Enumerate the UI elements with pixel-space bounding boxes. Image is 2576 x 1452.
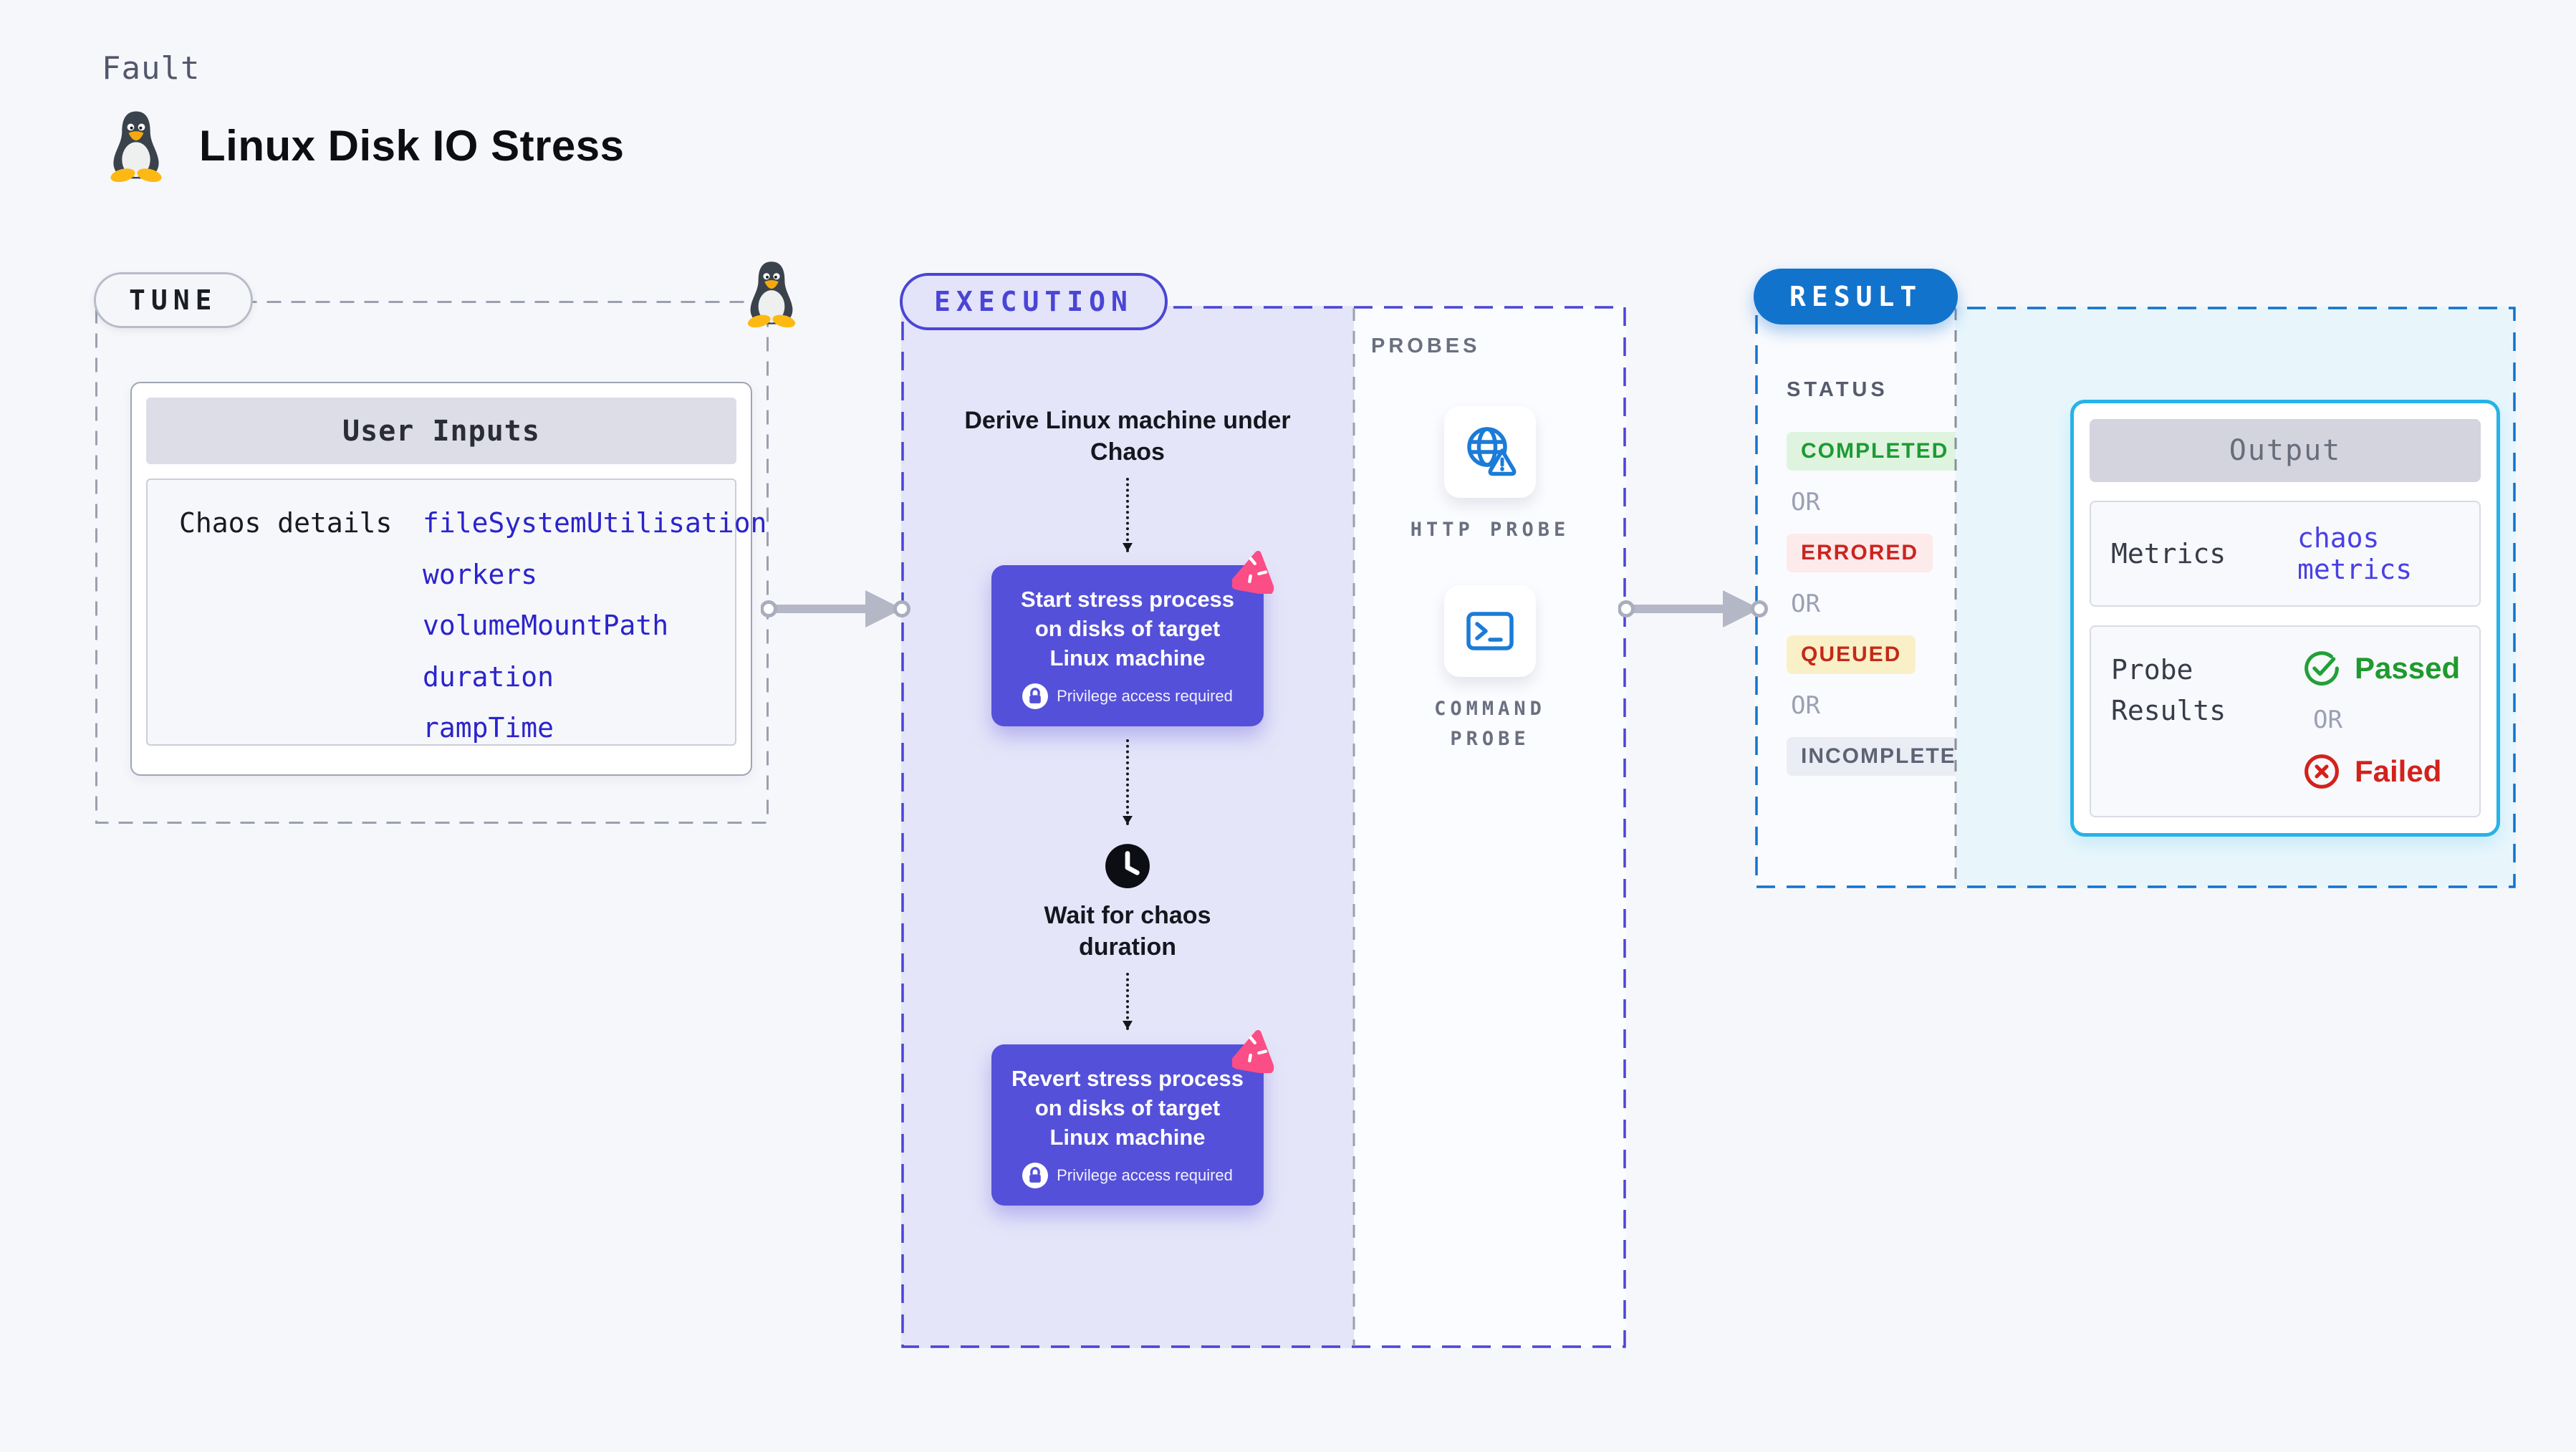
execution-section: Derive Linux machine under Chaos Start s… <box>900 273 1626 1348</box>
user-input-item: rampTime <box>423 712 554 744</box>
chaos-logo-icon <box>1232 548 1278 594</box>
page-title: Linux Disk IO Stress <box>199 121 625 170</box>
down-arrow <box>1123 739 1133 826</box>
globe-alert-icon <box>1467 427 1517 476</box>
output-header: Output <box>2090 419 2481 482</box>
privilege-badge: Privilege access required <box>1009 683 1246 710</box>
user-inputs-body: Chaos details fileSystemUtilisation work… <box>146 479 766 746</box>
probes-label: PROBES <box>1371 335 1481 357</box>
check-circle-icon <box>2305 651 2339 686</box>
lock-icon <box>1022 683 1049 710</box>
tune-to-execution-connector <box>761 587 911 631</box>
privilege-badge-text: Privilege access required <box>1057 1166 1233 1185</box>
lock-icon <box>1022 1163 1049 1189</box>
status-label: STATUS <box>1787 378 1888 401</box>
wait-step-title: Wait for chaos duration <box>1044 902 1211 961</box>
privilege-badge: Privilege access required <box>1009 1163 1246 1189</box>
probe-results-label: Probe Results <box>2111 654 2226 726</box>
status-badge-completed: COMPLETED <box>1787 432 1964 471</box>
or-text: OR <box>2313 706 2342 734</box>
user-input-item: volumeMountPath <box>423 610 669 642</box>
clock-icon <box>1105 844 1150 889</box>
result-pill-label: RESULT <box>1789 281 1923 312</box>
terminal-icon <box>1466 612 1514 650</box>
tune-pill: TUNE <box>94 272 253 328</box>
user-input-item: fileSystemUtilisation <box>423 507 767 539</box>
failed-row: Failed <box>2303 753 2460 790</box>
status-badge-errored: ERRORED <box>1787 534 1933 572</box>
chaos-details-label: Chaos details <box>179 507 393 539</box>
execution-flow-panel: Derive Linux machine under Chaos Start s… <box>901 306 1354 1348</box>
execution-to-result-connector <box>1618 587 1769 631</box>
start-stress-label: Start stress process on disks of target … <box>1020 587 1235 671</box>
command-probe-card <box>1444 585 1536 677</box>
probes-panel: PROBES HTTP PROBE <box>1354 306 1626 1348</box>
derive-step-title: Derive Linux machine under Chaos <box>964 407 1291 466</box>
metrics-label: Metrics <box>2111 538 2226 569</box>
or-text: OR <box>1791 488 1820 516</box>
status-badge-queued: QUEUED <box>1787 635 1916 674</box>
x-circle-icon <box>2305 754 2339 789</box>
linux-tux-icon <box>109 111 163 182</box>
failed-text: Failed <box>2355 754 2442 788</box>
passed-row: Passed <box>2303 650 2460 687</box>
execution-flow: Derive Linux machine under Chaos Start s… <box>901 306 1354 1348</box>
fault-kicker: Fault <box>102 50 201 87</box>
tune-section: TUNE User Inputs Chaos details fileSyste… <box>94 261 797 824</box>
user-input-item: workers <box>423 558 538 590</box>
start-stress-step: Start stress process on disks of target … <box>991 565 1264 727</box>
or-text: OR <box>1791 590 1820 618</box>
result-section: STATUS COMPLETED OR ERRORED OR QUEUED OR… <box>1754 269 2516 888</box>
http-probe-card <box>1444 406 1536 498</box>
user-input-item: duration <box>423 660 554 693</box>
execution-pill-label: EXECUTION <box>934 286 1133 317</box>
down-arrow <box>1123 973 1133 1031</box>
http-probe-label: HTTP PROBE <box>1410 519 1570 541</box>
user-input-list: fileSystemUtilisation workers volumeMoun… <box>423 507 767 744</box>
command-probe-label: COMMAND PROBE <box>1434 697 1546 750</box>
revert-stress-step: Revert stress process on disks of target… <box>991 1044 1264 1206</box>
metrics-row: Metrics chaos metrics <box>2090 501 2481 607</box>
output-zone: Output Metrics chaos metrics Probe Resul… <box>1956 307 2516 888</box>
chaos-logo-icon <box>1232 1027 1278 1073</box>
tune-pill-label: TUNE <box>129 284 218 316</box>
user-inputs-header: User Inputs <box>146 398 736 464</box>
privilege-badge-text: Privilege access required <box>1057 687 1233 706</box>
probe-cards: HTTP PROBE COMMAND PROBE <box>1354 406 1626 754</box>
revert-stress-label: Revert stress process on disks of target… <box>1011 1066 1244 1150</box>
status-list: COMPLETED OR ERRORED OR QUEUED OR INCOMP… <box>1787 432 1988 776</box>
status-column: STATUS COMPLETED OR ERRORED OR QUEUED OR… <box>1755 307 1988 888</box>
probe-results-box: Probe Results Passed OR <box>2090 625 2481 817</box>
title-row: Linux Disk IO Stress <box>106 109 625 182</box>
user-inputs-card: User Inputs Chaos details fileSystemUtil… <box>130 382 766 776</box>
down-arrow <box>1123 478 1133 553</box>
result-pill: RESULT <box>1754 269 1959 324</box>
linux-tux-icon-small <box>746 261 797 327</box>
output-card: Output Metrics chaos metrics Probe Resul… <box>2070 400 2500 837</box>
passed-text: Passed <box>2355 651 2461 685</box>
or-text: OR <box>1791 691 1820 720</box>
metrics-value: chaos metrics <box>2297 522 2413 585</box>
execution-pill: EXECUTION <box>900 273 1168 330</box>
